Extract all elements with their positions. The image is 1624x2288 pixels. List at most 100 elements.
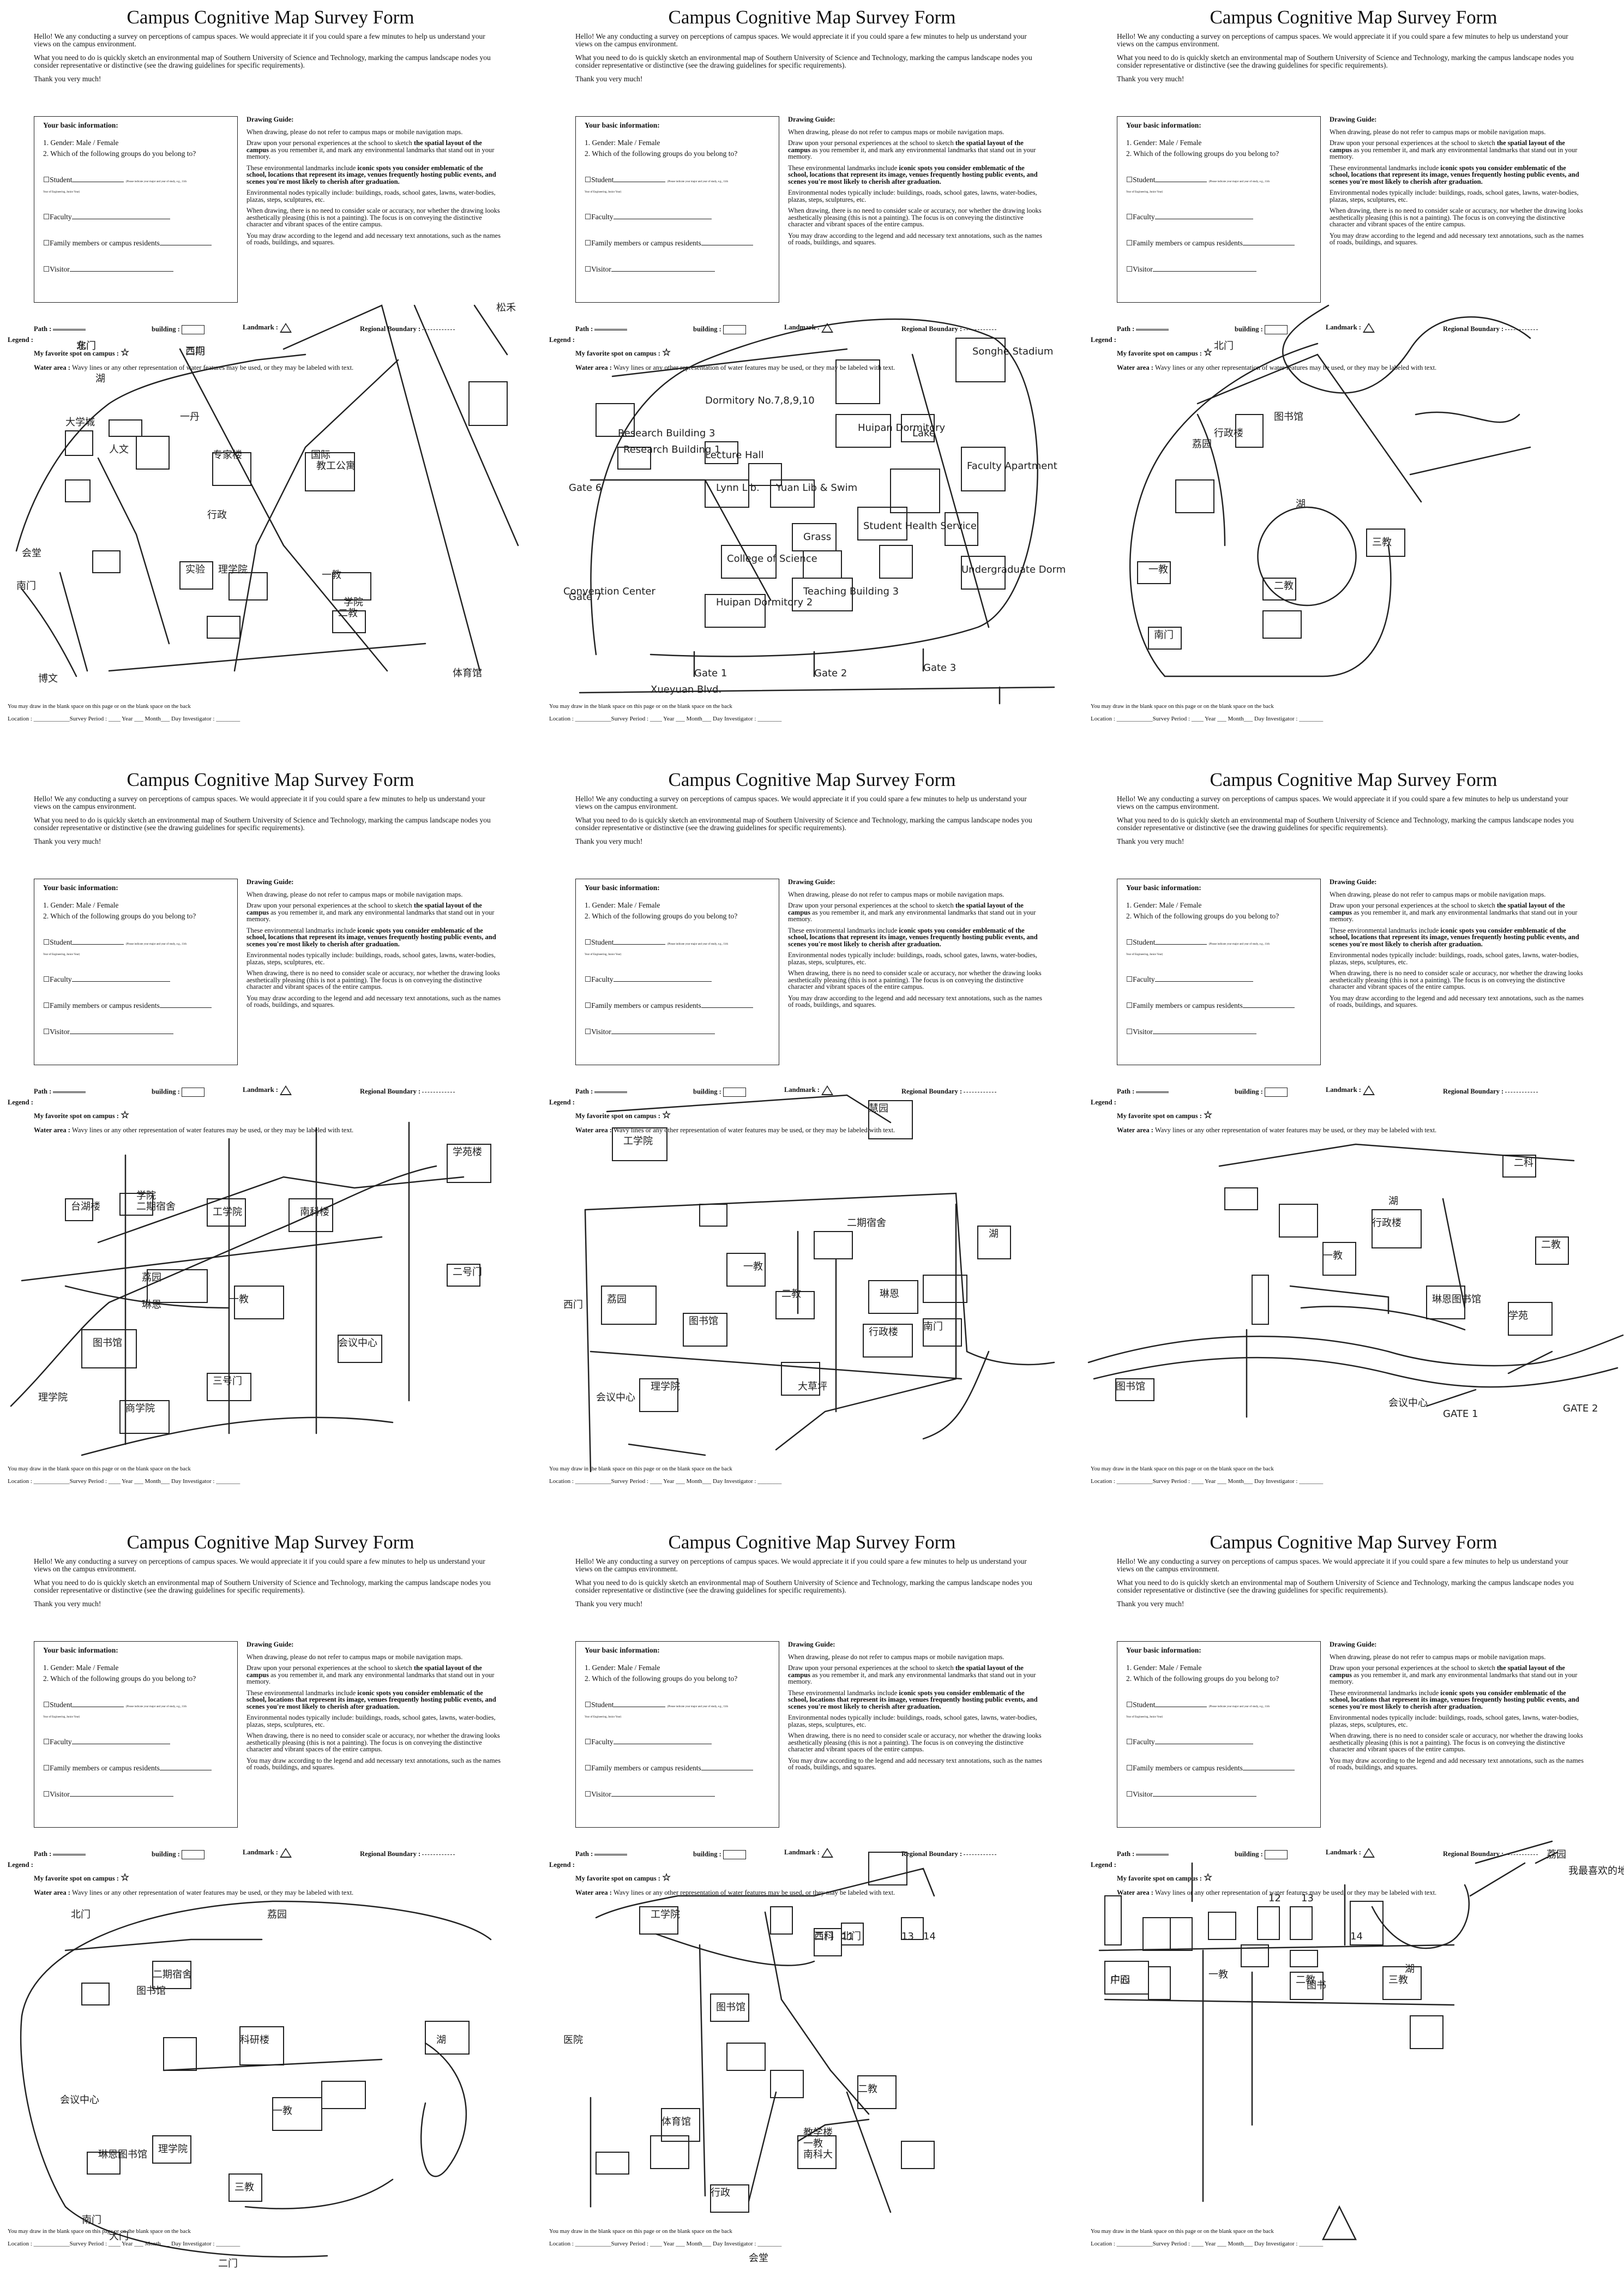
student-option[interactable]: ☐Student (Please indicate your major and… [585, 1701, 728, 1709]
sketch-label: 北门 [841, 1931, 861, 1942]
sketch-path [829, 2069, 870, 2115]
sketch-path [59, 572, 88, 672]
student-option[interactable]: ☐Student (Please indicate your major and… [1126, 1701, 1270, 1709]
sketch-building [1372, 1209, 1422, 1248]
visitor-option[interactable]: ☐Visitor [43, 1789, 173, 1799]
sketch-label: 会议中心 [1388, 1397, 1428, 1409]
family-option[interactable]: ☐Family members or campus residents [1126, 238, 1295, 248]
sketch-label: 北门 [71, 1909, 91, 1920]
faculty-option[interactable]: ☐Faculty [585, 975, 712, 984]
sketch-label: 湖 [1296, 499, 1306, 510]
sketch-building [81, 1329, 137, 1368]
legend-landmark: Landmark : [243, 1848, 292, 1858]
guide-line-2: Draw upon your personal experiences at t… [246, 1664, 495, 1685]
sketch-building [710, 1993, 749, 2022]
legend-landmark: Landmark : [784, 323, 834, 333]
blank-space-note: You may draw in the blank space on this … [549, 2229, 732, 2235]
visitor-option[interactable]: ☐Visitor [585, 1789, 715, 1799]
intro-paragraph-1: Hello! We any conducting a survey on per… [1117, 1557, 1568, 1573]
thanks-text: Thank you very much! [575, 1600, 643, 1608]
visitor-option[interactable]: ☐Visitor [585, 265, 715, 274]
visitor-option[interactable]: ☐Visitor [1126, 265, 1256, 274]
guide-line-4: Environmental nodes typically include: b… [1330, 951, 1579, 966]
survey-footer: Location : ____________Survey Period : _… [8, 716, 240, 722]
faculty-option[interactable]: ☐Faculty [1126, 212, 1253, 221]
legend-label: Legend : [1091, 1861, 1116, 1869]
faculty-option[interactable]: ☐Faculty [43, 975, 170, 984]
legend-landmark: Landmark : [784, 1848, 834, 1858]
family-option[interactable]: ☐Family members or campus residents [585, 1001, 753, 1010]
sketch-building [710, 2184, 749, 2213]
thanks-text: Thank you very much! [1117, 75, 1184, 83]
basic-info-box: Your basic information: 1. Gender: Male … [1117, 116, 1321, 303]
guide-line-6: You may draw according to the legend and… [788, 231, 1042, 246]
sketch-label: Xueyuan Blvd. [651, 684, 721, 695]
sketch-label: 二科 [1514, 1157, 1533, 1169]
student-option[interactable]: ☐Student (Please indicate your major and… [585, 176, 728, 184]
sketch-path [1257, 506, 1357, 606]
star-icon: ☆ [662, 1109, 671, 1120]
visitor-option[interactable]: ☐Visitor [585, 1027, 715, 1036]
sketch-building [136, 436, 170, 470]
guide-line-2: Draw upon your personal experiences at t… [1330, 1664, 1578, 1685]
survey-footer: Location : ____________Survey Period : _… [549, 2241, 782, 2247]
student-option[interactable]: ☐Student (Please indicate your major and… [585, 938, 728, 946]
sketch-path [64, 1938, 263, 1951]
faculty-option[interactable]: ☐Faculty [585, 212, 712, 221]
visitor-option[interactable]: ☐Visitor [1126, 1789, 1256, 1799]
sketch-path [282, 304, 481, 672]
faculty-option[interactable]: ☐Faculty [585, 1737, 712, 1746]
family-option[interactable]: ☐Family members or campus residents [43, 1763, 212, 1773]
sketch-building [305, 452, 355, 491]
basic-info-header: Your basic information: [43, 884, 118, 892]
sketch-building [207, 1198, 246, 1227]
sketch-path [15, 353, 306, 552]
thanks-text: Thank you very much! [34, 837, 101, 845]
visitor-option[interactable]: ☐Visitor [43, 265, 173, 274]
family-option[interactable]: ☐Family members or campus residents [43, 238, 212, 248]
family-option[interactable]: ☐Family members or campus residents [585, 238, 753, 248]
student-option[interactable]: ☐Student (Please indicate your major and… [43, 938, 187, 946]
sketch-building [65, 430, 93, 456]
student-sub-note: Year of Engineering, Junior Year) [1126, 191, 1163, 194]
blank-space-note: You may draw in the blank space on this … [8, 2229, 191, 2235]
sketch-building [1366, 529, 1405, 557]
thanks-text: Thank you very much! [575, 837, 643, 845]
student-option[interactable]: ☐Student (Please indicate your major and… [43, 1701, 187, 1709]
sketch-label: 图书馆 [689, 1316, 718, 1327]
sketch-label: 二教 [1296, 1974, 1315, 1986]
faculty-option[interactable]: ☐Faculty [1126, 975, 1253, 984]
sketch-label: 专家楼 [213, 449, 242, 461]
guide-line-3: These environmental landmarks include ic… [788, 926, 1038, 948]
family-option[interactable]: ☐Family members or campus residents [1126, 1001, 1295, 1010]
faculty-option[interactable]: ☐Faculty [43, 1737, 170, 1746]
sketch-label: 医院 [563, 2034, 583, 2046]
family-option[interactable]: ☐Family members or campus residents [43, 1001, 212, 1010]
sketch-building [726, 2043, 766, 2071]
legend-favorite: My favorite spot on campus : ☆ [1117, 1872, 1213, 1883]
legend-building: building : [1235, 1088, 1288, 1097]
faculty-option[interactable]: ☐Faculty [43, 212, 170, 221]
family-option[interactable]: ☐Family members or campus residents [1126, 1763, 1295, 1773]
guide-line-1: When drawing, please do not refer to cam… [1330, 1653, 1546, 1661]
student-option[interactable]: ☐Student (Please indicate your major and… [1126, 938, 1270, 946]
sketch-path [1289, 1285, 1390, 1314]
form-title: Campus Cognitive Map Survey Form [127, 7, 414, 28]
sketch-path [420, 2042, 467, 2177]
sketch-label: 图书馆 [93, 1337, 122, 1349]
student-option[interactable]: ☐Student (Please indicate your major and… [1126, 176, 1270, 184]
blank-space-note: You may draw in the blank space on this … [1091, 704, 1274, 710]
guide-line-6: You may draw according to the legend and… [1330, 1756, 1584, 1771]
visitor-option[interactable]: ☐Visitor [1126, 1027, 1256, 1036]
sketch-label: 科研楼 [240, 2034, 269, 2046]
faculty-option[interactable]: ☐Faculty [1126, 1737, 1253, 1746]
guide-line-1: When drawing, please do not refer to cam… [788, 1653, 1005, 1661]
sketch-label: 二教 [338, 608, 358, 619]
family-option[interactable]: ☐Family members or campus residents [585, 1763, 753, 1773]
legend-landmark: Landmark : [784, 1085, 834, 1095]
sketch-building [1224, 1187, 1258, 1210]
sketch-label: 南科楼 [300, 1206, 329, 1218]
visitor-option[interactable]: ☐Visitor [43, 1027, 173, 1036]
student-option[interactable]: ☐Student (Please indicate your major and… [43, 176, 187, 184]
sketch-label: 11 [841, 1931, 854, 1942]
